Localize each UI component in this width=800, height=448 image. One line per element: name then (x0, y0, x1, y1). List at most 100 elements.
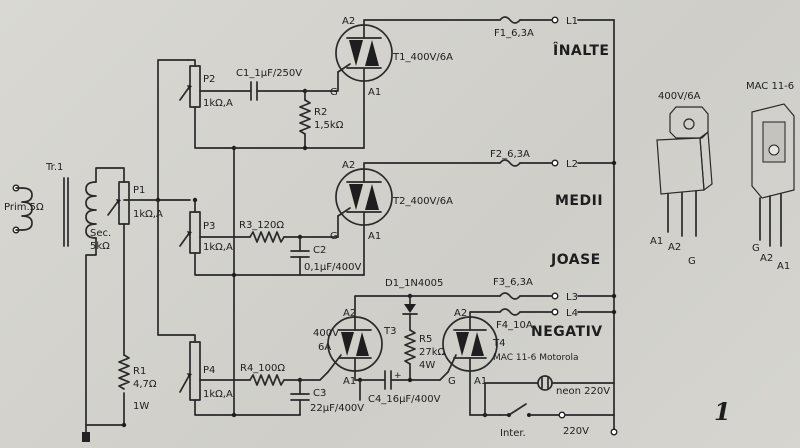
fuse-f1: F1_6,3A (494, 16, 534, 39)
r1-ref: R1 (133, 366, 146, 377)
t4-a2: A2 (454, 308, 467, 319)
capacitor-c1: C1_1µF/250V (236, 68, 302, 101)
triac-t3: A2 A1 T3 400V 6A (313, 308, 396, 387)
band-label-medii: MEDII (555, 193, 603, 209)
t1-a1: A1 (368, 87, 381, 98)
f4-label: F4_10A (496, 320, 533, 331)
resistor-r3: R3_120Ω (239, 220, 285, 243)
p2-ref: P2 (203, 74, 215, 85)
transformer-secondary-label-1: Sec. (90, 228, 111, 239)
resistor-r4: R4_100Ω (240, 363, 285, 386)
potentiometer-p2: P2 1kΩ,A (179, 59, 233, 109)
mains-label: 220V (563, 426, 589, 437)
potentiometer-p4: P4 1kΩ,A (179, 341, 233, 401)
c1-label: C1_1µF/250V (236, 68, 302, 79)
t3-a2: A2 (343, 308, 356, 319)
f1-label: F1_6,3A (494, 28, 534, 39)
r5-value: 27kΩ (419, 347, 446, 358)
switch-label: Inter. (500, 428, 526, 439)
c2-ref: C2 (313, 245, 326, 256)
p1-value: 1kΩ,A (133, 209, 163, 220)
neon-lamp: neon 220V (537, 375, 610, 397)
p3-value: 1kΩ,A (203, 242, 233, 253)
t1-a2: A2 (342, 16, 355, 27)
r1-value: 4,7Ω (133, 379, 157, 390)
f3-label: F3_6,3A (493, 277, 533, 288)
c3-value: 22µF/400V (310, 403, 364, 414)
output-l3: L3 (566, 292, 578, 303)
package-1-pin-g: G (688, 256, 696, 267)
t4-label: T4 (492, 338, 505, 349)
r4-label: R4_100Ω (240, 363, 285, 374)
triac-t4: A2 A1 G T4 MAC 11-6 Motorola (442, 308, 579, 387)
p4-value: 1kΩ,A (203, 389, 233, 400)
svg-text:+: + (394, 371, 402, 381)
package-1-rating: 400V/6A (658, 91, 701, 102)
capacitor-c3: C3 22µF/400V (290, 379, 364, 416)
band-label-joase: JOASE (550, 252, 601, 268)
r1-extra: 1W (133, 401, 149, 412)
triac-t2: A2 A1 G T2_400V/6A (330, 160, 453, 242)
fuse-f4: F4_10A (496, 308, 533, 331)
capacitor-c2: C2 0,1µF/400V (290, 236, 361, 276)
p2-value: 1kΩ,A (203, 98, 233, 109)
band-label-inalte: ÎNALTE (553, 42, 609, 59)
r5-ref: R5 (419, 334, 432, 345)
t1-g: G (330, 87, 338, 98)
t3-label: T3 (383, 326, 396, 337)
ground-symbol (82, 424, 90, 442)
mains-switch: Inter. (499, 403, 531, 439)
figure-number: 1 (714, 397, 731, 426)
diode-d1: D1_1N4005 (385, 278, 443, 331)
resistor-r2: R2 1,5kΩ (299, 90, 344, 149)
transformer-secondary-label-2: 5kΩ (90, 241, 110, 252)
potentiometer-p3: P3 1kΩ,A (179, 199, 233, 254)
transformer-label: Tr.1 (45, 162, 63, 173)
triac-t1: A2 A1 G T1_400V/6A (330, 16, 453, 98)
t2-g: G (330, 231, 338, 242)
neon-label: neon 220V (556, 386, 610, 397)
t3-rating-1: 400V (313, 328, 339, 339)
transformer: Prim.5Ω Tr.1 Sec. 5kΩ (4, 162, 111, 252)
t4-a1: A1 (474, 376, 487, 387)
resistor-r5: R5 27kΩ 4W (404, 329, 446, 381)
package-1-pin-a1: A1 (650, 236, 663, 247)
fuse-f2: F2_6,3A (490, 149, 530, 167)
output-l2: L2 (566, 159, 578, 170)
t4-model: MAC 11-6 Motorola (493, 353, 579, 363)
d1-label: D1_1N4005 (385, 278, 443, 289)
t4-g: G (448, 376, 456, 387)
band-label-negativ: NEGATIV (531, 324, 603, 340)
c2-value: 0,1µF/400V (304, 262, 361, 273)
t2-a2: A2 (342, 160, 355, 171)
package-2-pin-a2: A2 (760, 253, 773, 264)
output-l4: L4 (566, 308, 578, 319)
triac-package-drawing-2: MAC 11-6 G A2 A1 (746, 81, 795, 272)
r2-value: 1,5kΩ (314, 120, 344, 131)
resistor-r1: R1 4,7Ω 1W (118, 354, 157, 412)
triac-package-drawing-1: 400V/6A A1 A2 G (650, 91, 713, 267)
c3-ref: C3 (313, 388, 326, 399)
capacitor-c4: + C4_16µF/400V (368, 370, 441, 405)
transformer-primary-label: Prim.5Ω (4, 202, 44, 213)
t2-label: T2_400V/6A (392, 196, 453, 207)
r2-ref: R2 (314, 107, 327, 118)
f2-label: F2_6,3A (490, 149, 530, 160)
package-2-name: MAC 11-6 (746, 81, 794, 92)
output-l1: L1 (566, 16, 578, 27)
p1-ref: P1 (133, 185, 145, 196)
fuse-f3: F3_6,3A (493, 277, 533, 300)
package-2-pin-g: G (752, 243, 760, 254)
t2-a1: A1 (368, 231, 381, 242)
potentiometer-p1: P1 1kΩ,A (107, 181, 163, 225)
c4-label: C4_16µF/400V (368, 394, 441, 405)
package-1-pin-a2: A2 (668, 242, 681, 253)
package-2-pin-a1: A1 (777, 261, 790, 272)
t3-rating-2: 6A (318, 342, 331, 353)
t3-a1: A1 (343, 376, 356, 387)
r3-label: R3_120Ω (239, 220, 284, 231)
r5-extra: 4W (419, 360, 435, 371)
p4-ref: P4 (203, 365, 215, 376)
